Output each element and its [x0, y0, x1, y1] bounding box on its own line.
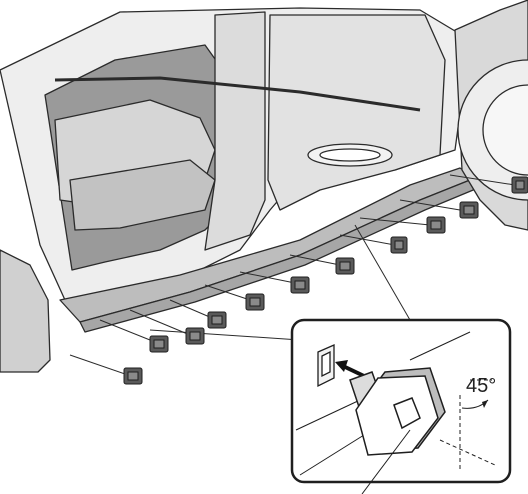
clip-3	[185, 327, 205, 345]
leader-line	[99, 319, 156, 343]
clip-2	[149, 335, 169, 353]
leader-line	[449, 174, 516, 186]
angle-label: 45°	[466, 375, 496, 397]
clip-1	[123, 367, 143, 385]
seat-cushion	[69, 159, 216, 231]
clip-4	[207, 311, 227, 329]
inset-leader-line	[354, 224, 411, 321]
leader-line	[399, 199, 461, 211]
leader-line	[359, 217, 431, 226]
rear-door	[267, 14, 446, 211]
fastener-clips	[123, 176, 528, 385]
leader-line	[204, 284, 251, 301]
mounting-hole	[317, 344, 335, 388]
angle-reference	[439, 379, 496, 470]
rear-rim	[482, 84, 528, 176]
front-wheel-arch	[0, 249, 51, 373]
b-pillar	[204, 11, 266, 251]
clip-7	[335, 257, 355, 275]
leader-line	[339, 234, 396, 246]
clip-6	[290, 276, 310, 294]
inset-leader-line	[149, 329, 301, 341]
clip-head-face	[393, 397, 421, 430]
leader-line	[69, 354, 129, 376]
arrow-icon	[335, 360, 365, 378]
angle-arc-arrowhead	[482, 400, 488, 408]
leader-line	[239, 271, 296, 284]
leader-line	[169, 299, 213, 319]
door-handle-inner	[319, 148, 381, 162]
clip-8	[390, 236, 408, 254]
clip-11	[511, 176, 528, 194]
leader-line	[289, 254, 341, 266]
inset-clip	[349, 367, 446, 456]
inset-clip-leader	[361, 429, 411, 494]
belt-line	[54, 76, 421, 112]
detail-inset: 45°	[290, 318, 512, 494]
vehicle-body	[0, 0, 528, 373]
clip-5	[245, 293, 265, 311]
clip-10	[459, 201, 479, 219]
clip-9	[426, 216, 446, 234]
leader-lines	[69, 174, 516, 376]
leader-line	[129, 309, 191, 336]
